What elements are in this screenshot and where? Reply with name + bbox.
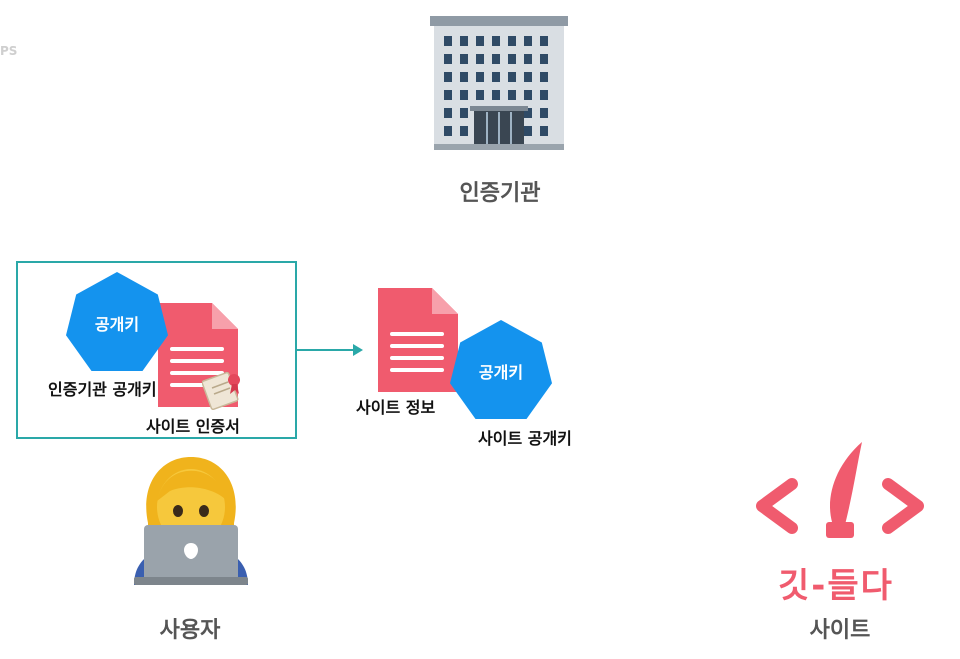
building-icon — [430, 16, 568, 150]
authority-label: 인증기관 — [459, 181, 541, 206]
site-certificate-label: 사이트 인증서 — [146, 417, 240, 436]
authority-public-key-label: 인증기관 공개키 — [48, 380, 157, 399]
site-public-key-label: 사이트 공개키 — [478, 429, 572, 448]
site-label: 사이트 — [809, 618, 871, 643]
user-label: 사용자 — [159, 618, 221, 643]
document-icon — [378, 288, 458, 392]
site-info-label: 사이트 정보 — [356, 398, 436, 417]
site-logo-icon — [756, 442, 924, 538]
arrow-right-icon — [297, 344, 363, 356]
corner-watermark-text: PS — [0, 44, 18, 58]
site-logo-text: 깃-들다 — [778, 566, 894, 606]
user-laptop-icon — [134, 457, 248, 585]
site-public-key-badge: 공개키 — [450, 320, 552, 419]
certificate-icon — [202, 371, 240, 410]
site-certificate-box — [16, 261, 297, 439]
